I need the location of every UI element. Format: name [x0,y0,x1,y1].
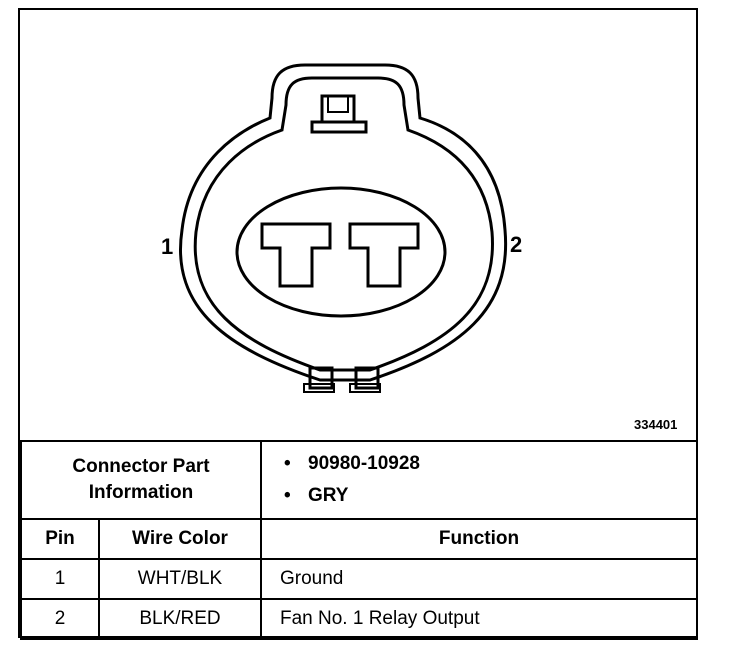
row-2-function: Fan No. 1 Relay Output [260,598,698,640]
terminal-cavity [235,186,447,318]
bottom-latch-right [354,366,380,390]
connector-inner-shell [193,76,494,372]
connector-part-label-line1: Connector Part [72,456,210,477]
locking-tab [320,94,356,124]
connector-color-line: • GRY [284,480,696,512]
header-wire-color: Wire Color [98,518,262,560]
connector-info-table: Connector Part Information • 90980-10928 … [20,440,698,640]
pin-label-2: 2 [510,232,523,257]
header-function: Function [260,518,698,560]
row-2-pin: 2 [20,598,100,640]
connector-diagram-frame: 1 2 334401 Connector Part Information • 9… [18,8,698,640]
locking-tab-base [310,120,368,134]
row-1-pin: 1 [20,558,100,600]
bottom-latch-left-foot [303,383,335,393]
connector-face-drawing [179,63,508,393]
locking-tab-inner [327,95,349,113]
header-pin: Pin [20,518,100,560]
bullet-icon: • [284,485,291,506]
connector-part-info-row: Connector Part Information • 90980-10928 … [20,440,698,520]
terminal-2 [348,222,420,288]
connector-part-info-label: Connector Part Information [20,440,262,520]
figure-number: 334401 [634,417,678,432]
connector-part-info-values: • 90980-10928 • GRY [260,440,698,520]
table-row: 2 BLK/RED Fan No. 1 Relay Output [20,598,698,640]
part-number: 90980-10928 [308,453,420,474]
connector-part-label-line2: Information [88,482,194,503]
part-number-line: • 90980-10928 [284,448,696,480]
connector-color: GRY [308,485,349,506]
terminal-1 [260,222,332,288]
connector-face-diagram: 1 2 334401 [20,10,696,438]
table-row: 1 WHT/BLK Ground [20,558,698,600]
row-2-wire-color: BLK/RED [98,598,262,640]
bottom-latch-left [308,366,334,390]
row-1-function: Ground [260,558,698,600]
connector-outer-shell [179,63,508,382]
row-1-wire-color: WHT/BLK [98,558,262,600]
bullet-icon: • [284,453,291,474]
bottom-latch-right-foot [349,383,381,393]
table-header-row: Pin Wire Color Function [20,518,698,560]
pin-label-1: 1 [161,234,174,259]
